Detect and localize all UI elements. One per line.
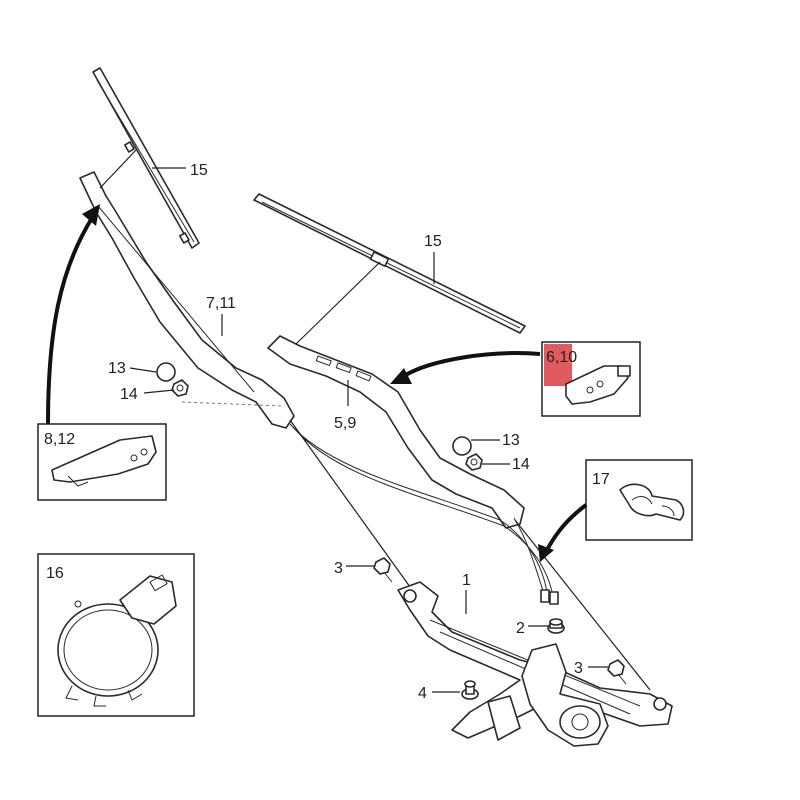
callout-cap-right: 13 xyxy=(471,432,520,449)
callout-label-nut-right: 14 xyxy=(512,456,530,473)
screw xyxy=(461,680,479,700)
callout-label-arm-right: 5,9 xyxy=(334,415,356,432)
arrow-bracket-left xyxy=(46,204,100,425)
callout-arm-right: 5,9 xyxy=(334,380,356,432)
callout-label-cap-left: 13 xyxy=(108,360,126,377)
wiper-blade-right xyxy=(253,193,526,334)
callout-screw: 4 xyxy=(418,685,460,702)
washer-hoses xyxy=(289,423,559,605)
wiper-arm-right xyxy=(267,335,525,529)
leader-blade-arm-left xyxy=(99,149,137,189)
callout-label-blade-right: 15 xyxy=(424,233,442,250)
callout-grommet: 2 xyxy=(516,620,548,637)
callout-label-blade-left: 15 xyxy=(190,162,208,179)
callout-bolt-lower: 3 xyxy=(574,660,608,677)
callout-bolt-upper: 3 xyxy=(334,560,374,577)
inset-sensor: 16 xyxy=(37,553,195,717)
cap-right xyxy=(452,436,472,456)
arrow-bracket-right xyxy=(390,351,541,384)
callout-label-screw: 4 xyxy=(418,685,427,702)
wiper-blade-left xyxy=(92,67,200,249)
arrow-clip xyxy=(538,503,588,562)
inset-label-sensor: 16 xyxy=(46,565,64,582)
callout-label-bolt-upper: 3 xyxy=(334,560,343,577)
inset-label-clip: 17 xyxy=(592,471,610,488)
leader-pivot-left xyxy=(289,419,419,599)
callout-blade-left: 15 xyxy=(152,162,208,179)
callout-linkage: 1 xyxy=(462,572,471,614)
cap-left xyxy=(156,362,176,382)
callout-label-linkage: 1 xyxy=(462,572,471,589)
highlight-marker xyxy=(544,344,572,386)
leader-blade-arm-right xyxy=(295,261,381,345)
callout-label-grommet: 2 xyxy=(516,620,525,637)
leader-pivot-right xyxy=(514,519,651,691)
callout-arm-left: 7,11 xyxy=(206,295,236,336)
grommet xyxy=(547,618,565,634)
bolt-lower xyxy=(607,659,627,685)
callout-label-nut-left: 14 xyxy=(120,386,138,403)
bolt-upper xyxy=(373,557,393,583)
callout-cap-left: 13 xyxy=(108,360,157,377)
inset-bracket-right: 6,10 xyxy=(541,341,641,417)
callout-blade-right: 15 xyxy=(424,233,442,284)
nut-left xyxy=(171,379,189,397)
callout-label-cap-right: 13 xyxy=(502,432,520,449)
callout-nut-right: 14 xyxy=(482,456,530,473)
callout-label-arm-left: 7,11 xyxy=(206,295,236,312)
nut-right xyxy=(465,453,483,471)
inset-clip: 17 xyxy=(585,459,693,541)
wiper-arm-left xyxy=(79,171,295,429)
inset-bracket-left: 8,12 xyxy=(37,423,167,501)
inset-label-bracket-left: 8,12 xyxy=(44,431,75,448)
callout-label-bolt-lower: 3 xyxy=(574,660,583,677)
wiper-motor xyxy=(487,643,609,747)
callout-nut-left: 14 xyxy=(120,386,175,403)
inset-label-bracket-right: 6,10 xyxy=(546,349,577,366)
